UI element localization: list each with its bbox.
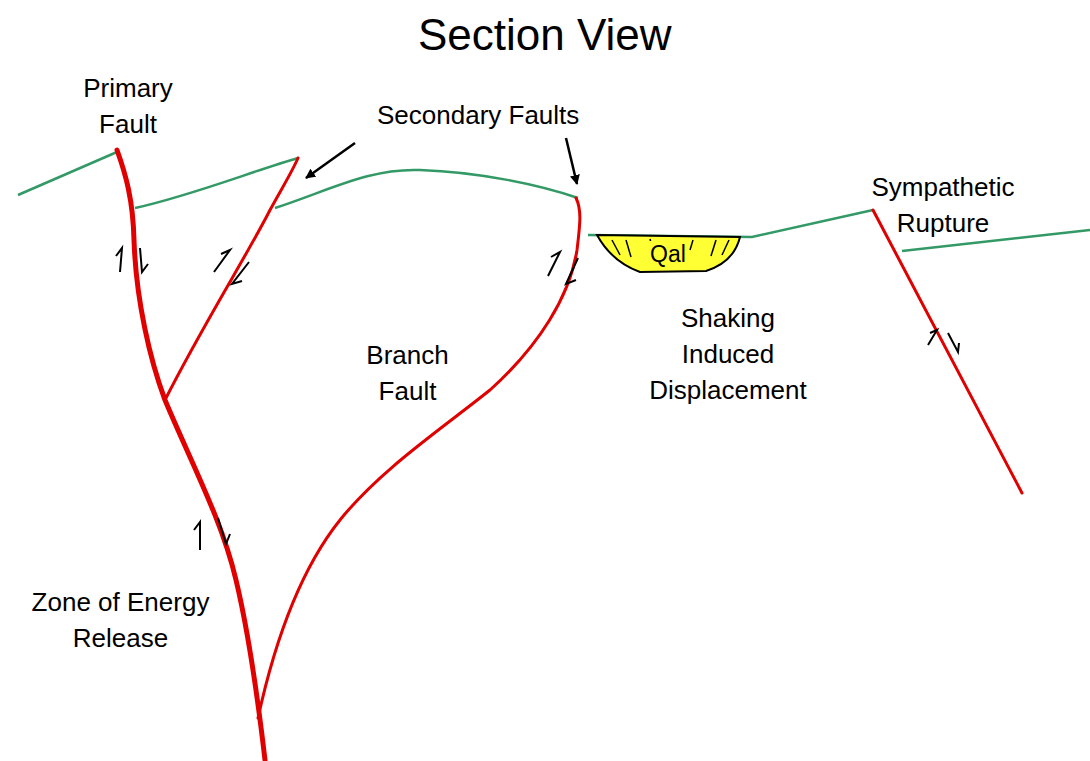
- slip-arrows: [116, 248, 959, 550]
- alluvium-label-box: Qal: [645, 240, 691, 268]
- feature-label: Secondary Faults: [377, 97, 579, 133]
- feature-label: Zone of Energy Release: [8, 584, 233, 656]
- alluvium-basin: [597, 235, 740, 272]
- diagram-title: Section View: [418, 10, 672, 60]
- ground-surface: [18, 152, 1090, 251]
- unit-label: Qal: [647, 241, 689, 267]
- feature-label: Branch Fault: [350, 337, 465, 409]
- feature-label: Sympathetic Rupture: [858, 169, 1028, 241]
- leader-arrows: [306, 138, 577, 184]
- fault-lines: [117, 150, 1022, 760]
- feature-label: Primary Fault: [68, 70, 188, 142]
- feature-label: Shaking Induced Displacement: [638, 300, 818, 408]
